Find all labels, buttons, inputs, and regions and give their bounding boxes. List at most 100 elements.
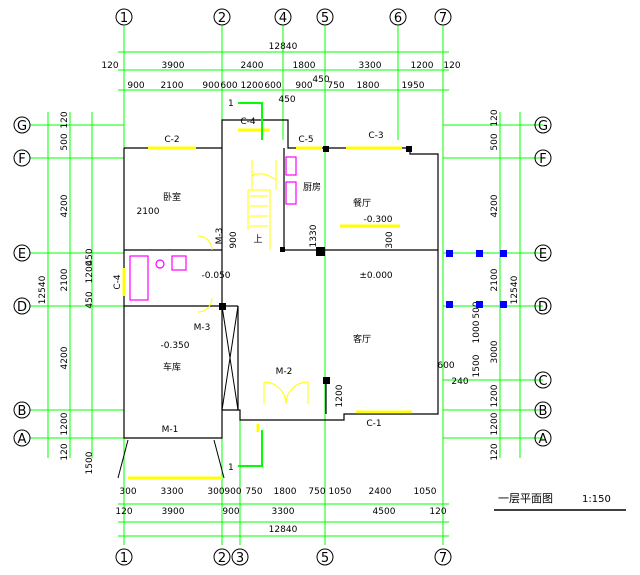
dim-interior-0: 2100 — [137, 207, 160, 217]
dim-left-seg-5: 450 — [85, 248, 95, 265]
door-swings — [197, 235, 309, 405]
dim-bottom-r1-5: 1800 — [274, 487, 297, 497]
dim-top-r2-4: 3300 — [359, 61, 382, 71]
dim-interior-4: 600 — [437, 361, 454, 371]
door-label-2: C-5 — [298, 135, 313, 145]
dim-top-r2-6: 120 — [443, 61, 460, 71]
dim-left-seg-6: 450 — [85, 291, 95, 308]
stair-up: 上 — [253, 234, 262, 245]
door-label-5: M-3 — [215, 228, 225, 245]
axis-top-7: 7 — [439, 11, 447, 26]
dim-bottom-r1-2: 300 — [207, 487, 224, 497]
dim-top-r3-9: 1800 — [357, 81, 380, 91]
dim-top-r2-5: 1200 — [411, 61, 434, 71]
dim-bottom-r1-7: 1050 — [329, 487, 352, 497]
axis-right-C: C — [538, 374, 547, 389]
dim-right-seg-4: 1000 — [472, 320, 482, 343]
axis-bottom-5: 5 — [321, 551, 329, 566]
dim-interior-2: 1330 — [309, 224, 319, 247]
drawing-title: 一层平面图 — [498, 492, 553, 505]
dim-left-total: 12540 — [38, 275, 48, 304]
dim-bottom-r1-6: 750 — [308, 487, 325, 497]
axis-bottom-7: 7 — [439, 551, 447, 566]
shaft-cross — [117, 305, 239, 479]
dim-top-r3-5: 600 — [264, 81, 281, 91]
dim-bottom-r2-4: 4500 — [373, 507, 396, 517]
axis-right-B: B — [539, 404, 548, 419]
section-mark-bottom: 1 — [228, 463, 234, 473]
dim-bottom-total: 12840 — [269, 525, 298, 535]
axis-left-G: G — [17, 119, 27, 134]
axis-left-B: B — [18, 404, 27, 419]
dim-interior-5: 240 — [451, 377, 468, 387]
axis-right-F: F — [539, 152, 546, 167]
axis-markers-bottom — [115, 548, 452, 566]
windows — [122, 128, 412, 480]
axis-top-5: 5 — [321, 11, 329, 26]
axis-bottom-2: 2 — [218, 551, 226, 566]
dim-left-seg-0: 120 — [60, 111, 70, 128]
dim-right-seg-5: 500 — [472, 301, 482, 318]
dim-left-seg-9: 120 — [60, 443, 70, 460]
door-label-0: C-2 — [164, 135, 179, 145]
door-label-3: C-3 — [368, 131, 383, 141]
dim-top-r2-2: 2400 — [241, 61, 264, 71]
walls — [123, 119, 439, 439]
dim-bottom-r2-0: 120 — [115, 507, 132, 517]
dim-bottom-r2-1: 3900 — [162, 507, 185, 517]
dim-left-seg-10: 1500 — [85, 451, 95, 474]
dim-right-seg-8: 1200 — [490, 384, 500, 407]
axis-markers-left — [13, 116, 31, 447]
dim-bottom-r1-4: 750 — [245, 487, 262, 497]
dim-bottom-r1-9: 1050 — [414, 487, 437, 497]
dim-bottom-r1-1: 3300 — [161, 487, 184, 497]
dim-top-r3-2: 900 — [202, 81, 219, 91]
dim-right-seg-3: 2100 — [490, 268, 500, 291]
dim-bottom-r2-5: 120 — [429, 507, 446, 517]
dim-interior-3: 300 — [385, 231, 395, 248]
dim-right-seg-0: 120 — [490, 109, 500, 126]
dim-top-r2-0: 120 — [101, 61, 118, 71]
level-bath: -0.050 — [201, 271, 230, 281]
dim-bottom-r1-3: 900 — [224, 487, 241, 497]
stair — [247, 160, 277, 250]
dim-top-r2-3: 1800 — [293, 61, 316, 71]
level-dining: -0.300 — [363, 215, 392, 225]
axis-right-E: E — [539, 247, 547, 262]
door-label-9: C-1 — [366, 419, 381, 429]
dim-right-seg-2: 4200 — [490, 194, 500, 217]
axis-bottom-1: 1 — [120, 551, 128, 566]
columns — [219, 146, 412, 384]
axis-left-D: D — [17, 300, 27, 315]
axis-top-6: 6 — [394, 11, 402, 26]
axis-bottom-3: 3 — [236, 551, 244, 566]
dim-right-seg-6: 3000 — [490, 340, 500, 363]
level-living: ±0.000 — [359, 271, 393, 281]
dim-top-r3-6: 900 — [295, 81, 312, 91]
dim-right-total: 12540 — [510, 275, 520, 304]
axis-top-4: 4 — [279, 11, 287, 26]
door-label-6: M-3 — [194, 323, 211, 333]
dim-top-r3-10: 1950 — [402, 81, 425, 91]
dim-left-seg-1: 500 — [60, 133, 70, 150]
axis-right-A: A — [539, 432, 548, 447]
dim-top-total: 12840 — [269, 42, 298, 52]
door-label-4: C-4 — [113, 274, 123, 290]
dim-top-r2-1: 3900 — [162, 61, 185, 71]
axis-markers-right — [534, 116, 552, 447]
dim-bottom-r2-3: 3300 — [272, 507, 295, 517]
dim-bottom-r1-8: 2400 — [369, 487, 392, 497]
top-dimension-lines — [47, 51, 521, 537]
drawing-scale: 1:150 — [582, 494, 611, 505]
axis-left-F: F — [18, 152, 25, 167]
dim-top-r3-4: 1200 — [241, 81, 264, 91]
dim-top-sub: 450 — [278, 95, 295, 105]
dim-top-r3-1: 2100 — [161, 81, 184, 91]
axis-left-E: E — [18, 247, 26, 262]
dim-interior-1: 900 — [229, 231, 239, 248]
axis-markers-top — [115, 8, 452, 26]
door-label-8: M-1 — [162, 425, 179, 435]
dim-right-seg-10: 120 — [490, 443, 500, 460]
axis-right-D: D — [538, 300, 548, 315]
